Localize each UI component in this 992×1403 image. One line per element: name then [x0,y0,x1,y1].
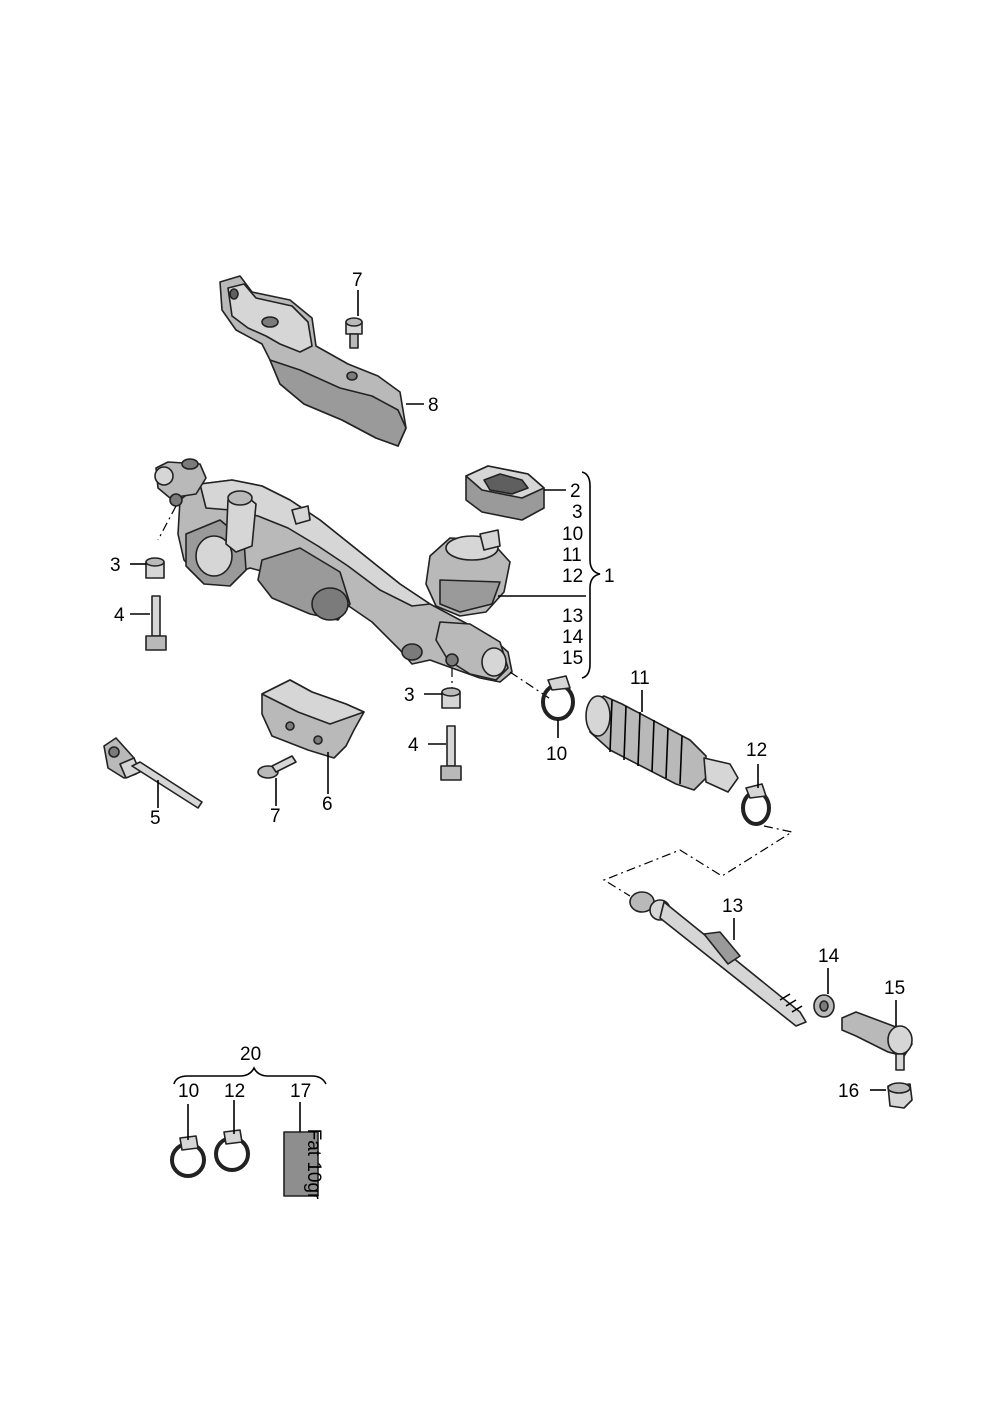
callout-16: 16 [838,1081,859,1102]
callout-15-list: 15 [562,648,583,669]
fat-label: Fat 10gr [303,1129,324,1200]
dashed-bracket-tie-rod [602,825,794,897]
gasket-part-2 [465,465,545,521]
brace-kit-20 [173,1066,327,1085]
callout-10-clamp: 10 [546,744,567,765]
brace-part-1 [581,471,601,679]
callout-3-list: 3 [572,502,583,523]
heat-shield-part-8 [219,275,407,447]
callout-20: 20 [240,1044,261,1065]
callout-15-end: 15 [884,978,905,999]
callout-numbers: 7 8 2 3 10 11 12 1 13 14 15 3 4 3 4 5 7 … [110,270,905,1102]
callout-17: 17 [290,1081,311,1102]
callout-10-list: 10 [562,524,583,545]
callout-10-kit: 10 [178,1081,199,1102]
nut-part-16 [887,1082,913,1109]
bolt-part-3-mid [441,687,461,709]
callout-2: 2 [570,481,581,502]
callout-8: 8 [428,395,439,416]
callout-5: 5 [150,808,161,829]
fat-tube-part-17: Fat 10gr [283,1129,324,1200]
callout-4-mid: 4 [408,735,419,756]
boot-part-11 [585,695,739,793]
tie-rod-end-part-15 [841,1011,913,1071]
callout-1: 1 [604,566,615,587]
kit-clamp-part-12 [214,1129,250,1172]
callout-7-bottom: 7 [270,806,281,827]
callout-12-clamp: 12 [746,740,767,761]
leader-lines [130,290,897,1140]
dashed-line-left-bolt [157,505,177,541]
sensor-part-5 [103,737,203,809]
callout-6: 6 [322,794,333,815]
callout-11-boot: 11 [630,668,650,689]
callout-12-list: 12 [562,566,583,587]
screw-part-7-bottom [257,755,297,779]
callout-13-list: 13 [562,606,583,627]
cover-part-6 [261,679,365,759]
callout-4-left: 4 [114,605,125,626]
callout-3-left: 3 [110,555,121,576]
clamp-part-10 [541,675,575,721]
callout-14-list: 14 [562,627,584,648]
bolt-part-3-left [145,557,165,579]
callout-13-rod: 13 [722,896,743,917]
bolt-part-4-left [145,595,167,651]
bolt-part-4-mid [440,725,462,781]
callout-3-mid: 3 [404,685,415,706]
callout-12-kit: 12 [224,1081,245,1102]
tie-rod-part-13 [629,891,807,1027]
clamp-part-12 [741,783,771,826]
bolt-part-7-top [345,317,363,349]
callout-7-top: 7 [352,270,363,291]
callout-14-nut: 14 [818,946,840,967]
steering-rack-part-1 [154,458,513,683]
callout-11-list: 11 [562,545,582,566]
nut-part-14 [813,994,835,1018]
kit-clamp-part-10 [170,1135,206,1178]
